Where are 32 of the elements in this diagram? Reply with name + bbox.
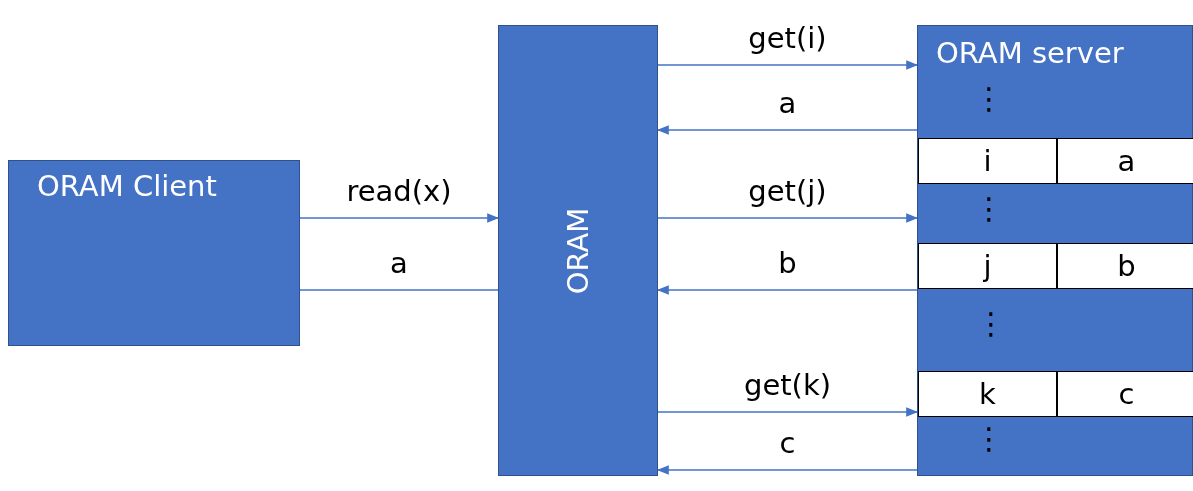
edge-label: b (778, 246, 797, 280)
table-cell: a (1057, 138, 1193, 184)
connector-line (299, 289, 499, 291)
arrow (656, 465, 918, 475)
arrow (657, 60, 919, 70)
ellipsis-mark: ⋮ (976, 309, 1006, 339)
ellipsis-mark: ⋮ (974, 84, 1004, 114)
server-box (917, 25, 1193, 476)
ellipsis-mark: ⋮ (974, 194, 1004, 224)
edge-label: get(i) (748, 21, 827, 55)
box-title: ORAM Client (37, 169, 217, 203)
arrow (657, 407, 919, 417)
arrow (656, 125, 918, 135)
client-box (8, 160, 300, 346)
oram-box (498, 25, 658, 476)
arrow (657, 213, 919, 223)
ellipsis-mark: ⋮ (974, 424, 1004, 454)
edge-label: get(j) (748, 174, 827, 208)
arrow (656, 285, 918, 295)
table-cell: i (918, 138, 1057, 184)
box-title: ORAM server (936, 36, 1124, 70)
table-cell: c (1057, 371, 1193, 417)
arrow (299, 213, 500, 223)
edge-label: a (390, 246, 408, 280)
table-cell: j (918, 243, 1057, 289)
table-cell: b (1057, 243, 1193, 289)
edge-label: read(x) (346, 174, 452, 208)
table-cell: k (918, 371, 1057, 417)
vertical-title: ORAM (561, 207, 595, 294)
edge-label: get(k) (744, 368, 831, 402)
edge-label: a (778, 86, 797, 120)
edge-label: c (779, 426, 796, 460)
